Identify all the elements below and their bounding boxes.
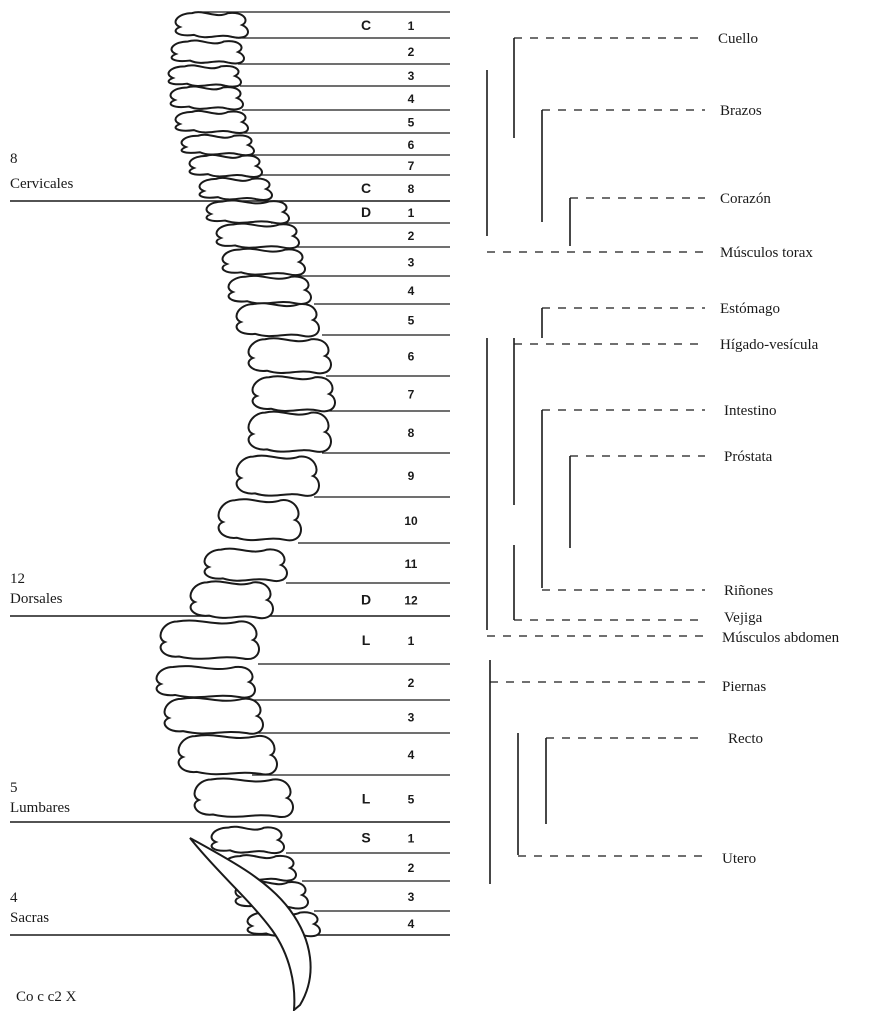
organ-label: Brazos	[720, 103, 762, 119]
vertebra-shape	[237, 303, 319, 336]
vertebra-shape	[237, 456, 319, 496]
vertebra-shape	[223, 249, 305, 275]
segment-region-letter: D	[361, 204, 371, 220]
vertebra-shape	[249, 338, 331, 373]
segment-number: 3	[408, 890, 415, 904]
segment-number: 2	[408, 45, 415, 59]
region-count-label: 8	[10, 151, 18, 167]
segment-number: 9	[408, 469, 415, 483]
segment-number: 1	[408, 206, 415, 220]
segment-number: 8	[408, 426, 415, 440]
vertebra-shape	[253, 376, 335, 411]
region-name-label: Dorsales	[10, 591, 63, 607]
vertebra-shape	[165, 698, 263, 734]
organ-label: Intestino	[724, 403, 777, 419]
organ-label: Corazón	[720, 191, 771, 207]
vertebra-shape	[191, 581, 273, 618]
organ-label: Cuello	[718, 31, 758, 47]
vertebra-shape	[205, 549, 287, 581]
vertebra-shape	[176, 111, 248, 133]
segment-number: 1	[408, 634, 415, 648]
region-name-label: Cervicales	[10, 176, 73, 192]
segment-number: 4	[408, 917, 415, 931]
segment-number: 2	[408, 861, 415, 875]
segment-number: 10	[404, 514, 418, 528]
segment-number: 4	[408, 748, 415, 762]
organ-label: Utero	[722, 851, 756, 867]
vertebra-shape	[249, 412, 331, 452]
segment-number: 7	[408, 388, 415, 402]
vertebra-shape	[157, 666, 255, 698]
segment-region-letter: C	[361, 180, 371, 196]
region-count-label: 5	[10, 780, 18, 796]
organ-label: Estómago	[720, 301, 780, 317]
segment-number: 1	[408, 19, 415, 33]
organ-label: Piernas	[722, 679, 766, 695]
vertebra-shape	[229, 276, 311, 304]
segment-number: 5	[408, 116, 415, 130]
organ-brackets	[487, 38, 705, 884]
segment-number: 2	[408, 229, 415, 243]
segment-number: 12	[404, 594, 418, 608]
segment-number: 11	[405, 557, 418, 571]
organ-label: Riñones	[724, 583, 773, 599]
vertebra-shape	[217, 224, 299, 249]
vertebra-shape	[182, 135, 254, 155]
segment-number: 3	[408, 69, 415, 83]
vertebra-shape	[171, 86, 243, 109]
vertebra-shape	[195, 779, 293, 817]
region-name-label: Sacras	[10, 910, 49, 926]
vertebra-shape	[190, 155, 262, 177]
segment-number: 6	[408, 350, 415, 364]
vertebra-shape	[179, 735, 277, 774]
vertebra-shape	[172, 40, 244, 63]
organ-label: Recto	[728, 731, 763, 747]
organ-label: Hígado-vesícula	[720, 337, 819, 353]
organ-label: Vejiga	[724, 610, 763, 626]
segment-region-letter: L	[362, 632, 371, 648]
vertebra-shape	[212, 827, 284, 853]
segment-number: 6	[408, 138, 415, 152]
organ-label: Músculos abdomen	[722, 630, 840, 646]
segment-number: 8	[408, 182, 415, 196]
segment-number: 7	[408, 159, 415, 173]
region-count-label: 12	[10, 571, 25, 587]
segment-number: 3	[408, 711, 415, 725]
vertebra-shape	[219, 499, 301, 540]
region-count-label: 4	[10, 890, 18, 906]
coccyx-label: Co c c2 X	[16, 989, 77, 1005]
segment-number: 5	[408, 314, 415, 328]
segment-number: 1	[408, 832, 415, 846]
segment-region-letter: C	[361, 17, 371, 33]
vertebra-shape	[161, 621, 259, 659]
region-name-label: Lumbares	[10, 800, 70, 816]
segment-number: 4	[408, 284, 415, 298]
segment-number: 4	[408, 92, 415, 106]
segment-region-letter: D	[361, 592, 371, 608]
vertebra-shape	[169, 65, 241, 86]
vertebra-shape	[200, 178, 272, 200]
vertebra-shape	[207, 200, 289, 223]
organ-label: Próstata	[724, 449, 773, 465]
segment-region-letter: L	[362, 791, 371, 807]
segment-number: 3	[408, 256, 415, 270]
segment-number: 5	[408, 793, 415, 807]
vertebra-shape	[176, 12, 248, 38]
organ-label: Músculos torax	[720, 245, 813, 261]
segment-region-letter: S	[361, 830, 370, 846]
segment-number: 2	[408, 676, 415, 690]
spine-illustration	[157, 12, 335, 1010]
